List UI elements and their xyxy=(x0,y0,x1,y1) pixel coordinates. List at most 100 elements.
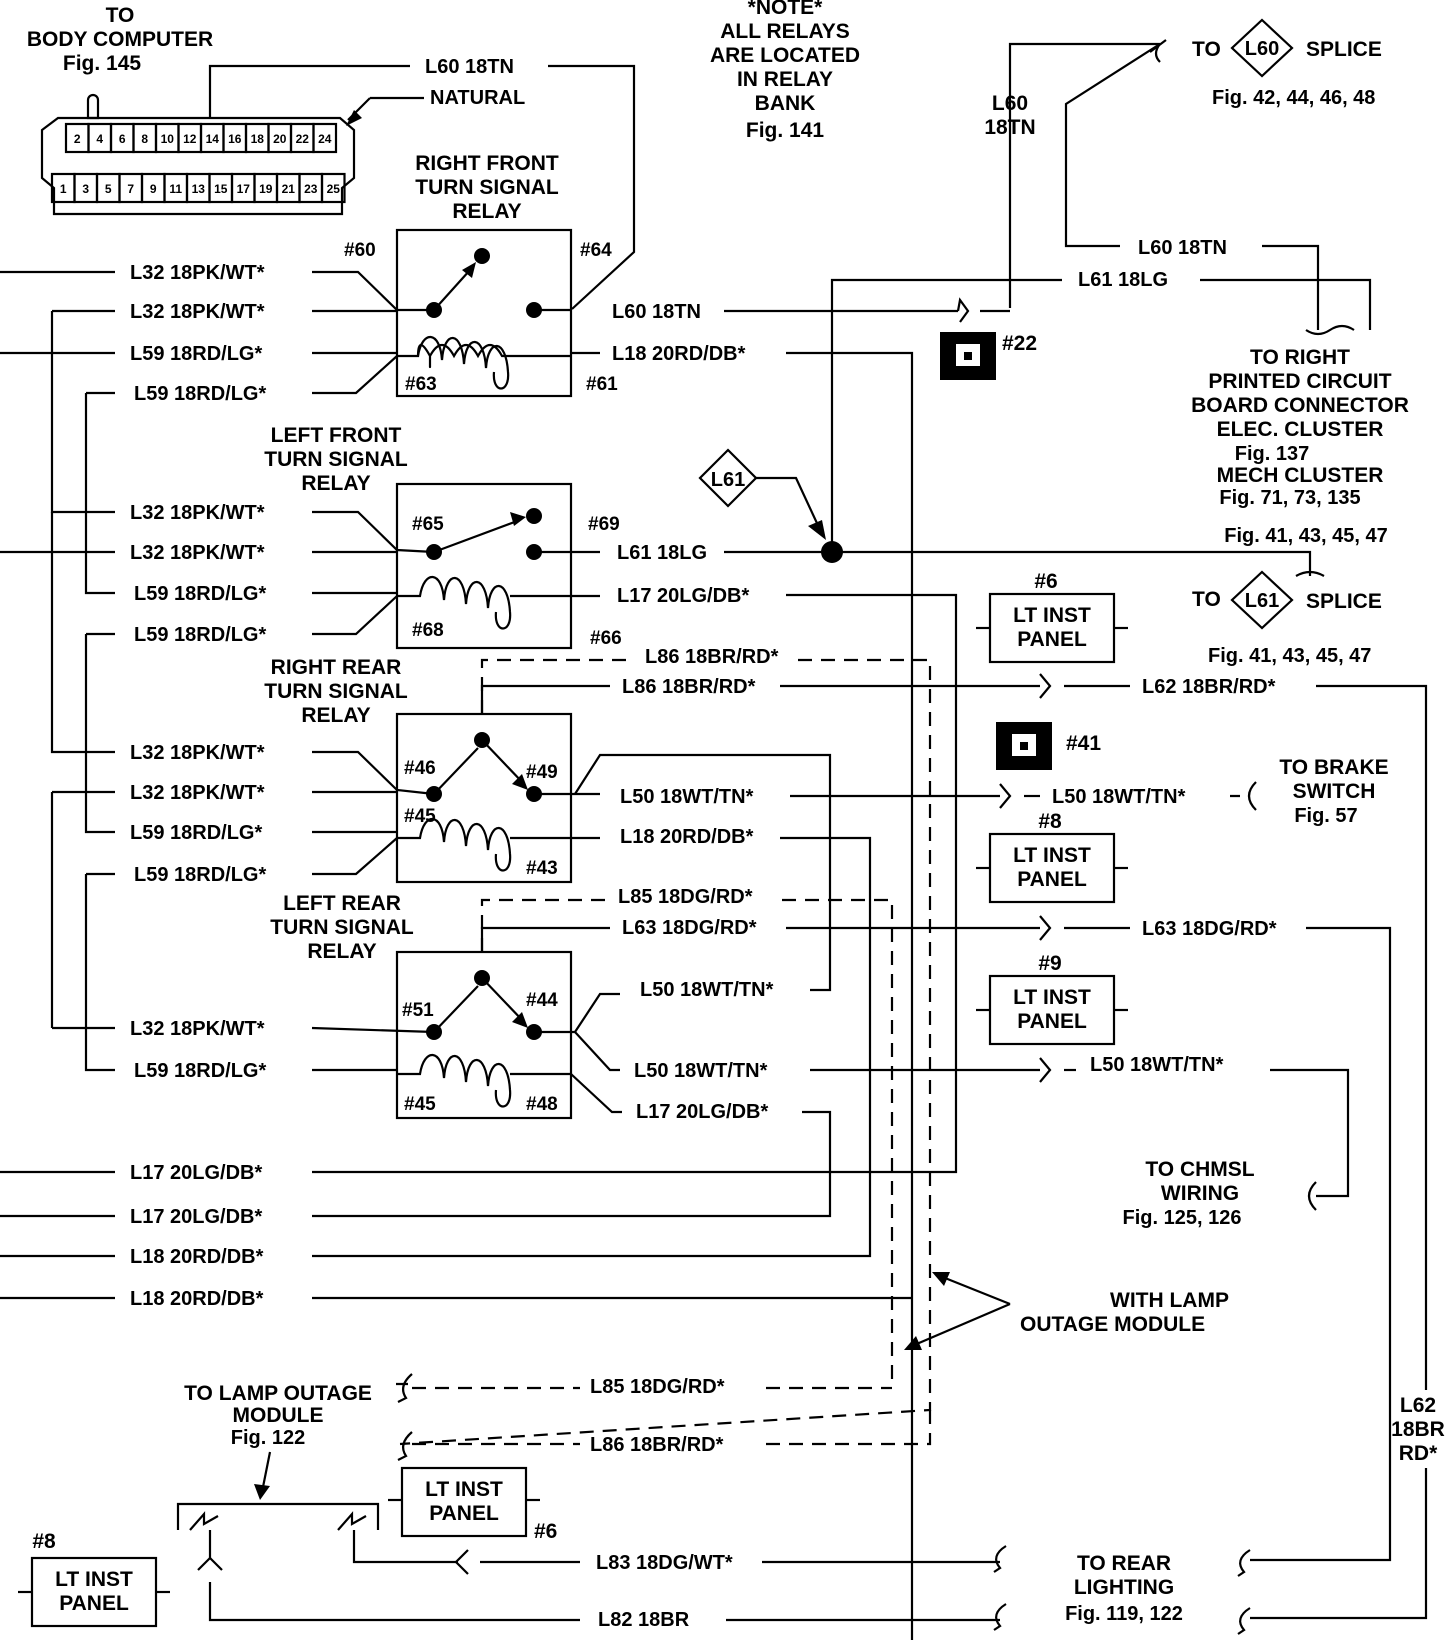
wire-label-l59-3: L59 18RD/LG* xyxy=(134,583,266,605)
lr-pin-44: #44 xyxy=(526,990,558,1011)
right-rear-relay: RIGHT REAR TURN SIGNAL RELAY #46 #49 #45… xyxy=(264,656,573,884)
wire-l59-6-right xyxy=(312,837,398,876)
panel-9-label-2: PANEL xyxy=(1017,1010,1087,1033)
connector-key xyxy=(86,93,100,120)
lom-label-3: Fig. 122 xyxy=(231,1427,305,1449)
panel-8-top-label-1: LT INST xyxy=(1013,844,1091,867)
wire-label-l63-lr: L63 18DG/RD* xyxy=(622,917,757,939)
wire-l60-to-pcb xyxy=(1064,43,1161,248)
rr-pin-46: #46 xyxy=(404,758,436,779)
panel-8-top: #8 LT INST PANEL xyxy=(976,810,1128,904)
lom-arrowhead xyxy=(254,1484,270,1500)
connector-pin-label: 4 xyxy=(96,132,103,146)
lr-relay-title-3: RELAY xyxy=(307,940,376,963)
wire-label-l85-lom: L85 18DG/RD* xyxy=(590,1376,725,1398)
wire-label-l86-dash: L86 18BR/RD* xyxy=(645,646,779,668)
lf-wiring: L32 18PK/WT* L32 18PK/WT* L61 18LG L59 1… xyxy=(0,311,958,1174)
lr-relay-title-1: LEFT REAR xyxy=(283,892,401,915)
lr-out-up xyxy=(574,992,620,1033)
note-line-2: ALL RELAYS xyxy=(720,20,850,43)
lom-label-1: TO LAMP OUTAGE xyxy=(184,1382,372,1405)
pcb-label-6: MECH CLUSTER xyxy=(1217,464,1384,487)
panel-6-bottom-label-2: PANEL xyxy=(429,1502,499,1525)
left-front-relay: LEFT FRONT TURN SIGNAL RELAY #65 #69 #68… xyxy=(264,424,622,650)
lr-relay-box xyxy=(395,950,573,1120)
pcb-break-1 xyxy=(1305,324,1355,336)
wire-l17-lr-down xyxy=(312,1110,832,1218)
rf-switch-arrow xyxy=(462,262,476,278)
wire-label-l60-top: L60 18TN xyxy=(425,56,514,78)
lamp-outage-label-1: WITH LAMP xyxy=(1110,1289,1229,1312)
lf-relay-title-3: RELAY xyxy=(301,472,370,495)
wire-label-l61-right: L61 18LG xyxy=(1078,269,1168,291)
lamp-outage-arrowhead-2 xyxy=(904,1336,922,1350)
wire-label-l50-lr1: L50 18WT/TN* xyxy=(640,979,774,1001)
lf-pin-65: #65 xyxy=(412,514,444,535)
connector-pin-label: 19 xyxy=(259,182,273,196)
ground-22-label: #22 xyxy=(1002,332,1037,355)
wire-l50-rr-up xyxy=(574,753,832,992)
panel-9: #9 LT INST PANEL xyxy=(976,952,1128,1046)
wire-label-l18-a: L18 20RD/DB* xyxy=(130,1246,264,1268)
panel-6-top-number: #6 xyxy=(1034,570,1057,593)
rr-relay-box xyxy=(395,712,573,884)
connector-pin-label: 21 xyxy=(282,182,296,196)
l60-to-label: TO xyxy=(1192,38,1221,61)
wire-label-l18-b: L18 20RD/DB* xyxy=(130,1288,264,1310)
pcb-figs-label: Fig. 41, 43, 45, 47 xyxy=(1224,525,1387,547)
rf-coil xyxy=(397,343,571,369)
l61-figs-label: Fig. 41, 43, 45, 47 xyxy=(1208,645,1371,667)
panel-9-number: #9 xyxy=(1038,952,1061,975)
wire-label-l18-rf: L18 20RD/DB* xyxy=(612,343,746,365)
lamp-outage-wires: L85 18DG/RD* L86 18BR/RD* WITH LAMP OUTA… xyxy=(396,1272,1229,1461)
wire-label-l60-rf: L60 18TN xyxy=(612,301,701,323)
wire-l59-7-left xyxy=(84,874,115,1072)
wire-l86-dash-left xyxy=(480,658,630,714)
wire-l86-dash-down xyxy=(399,658,932,1446)
rr-pin-43: #43 xyxy=(526,858,558,879)
chmsl-label-2: WIRING xyxy=(1161,1182,1239,1205)
wire-label-l18-rr: L18 20RD/DB* xyxy=(620,826,754,848)
rf-relay-box xyxy=(395,228,573,398)
wire-label-l86-solid: L86 18BR/RD* xyxy=(622,676,756,698)
pcb-label-7: Fig. 71, 73, 135 xyxy=(1219,487,1360,509)
wire-l85-dash-down xyxy=(782,898,894,1388)
wire-l61-right-down xyxy=(1200,278,1372,330)
rf-pin-64: #64 xyxy=(580,240,612,261)
natural-arrow-head xyxy=(346,110,362,126)
wire-l32-7-right xyxy=(311,1026,435,1034)
l60-figs-label: Fig. 42, 44, 46, 48 xyxy=(1212,87,1375,109)
lf-switch-arm xyxy=(433,518,521,554)
wire-label-l86-lom: L86 18BR/RD* xyxy=(590,1434,724,1456)
wire-l50-lr2-stub xyxy=(574,1031,620,1072)
wire-l60-vert xyxy=(1008,42,1160,308)
lf-switch-arrow xyxy=(510,512,526,526)
rf-coil-loops xyxy=(416,335,510,390)
l83-break-symbol xyxy=(993,1545,1007,1573)
rear-lighting-label-2: LIGHTING xyxy=(1074,1576,1174,1599)
rf-contact-open xyxy=(474,248,490,264)
panel-8-bottom-label-2: PANEL xyxy=(59,1592,129,1615)
connector-pin-label: 25 xyxy=(327,182,341,196)
wire-l61-up xyxy=(830,278,1062,552)
panel-6-bottom: LT INST PANEL #6 xyxy=(388,1466,557,1543)
l61-splice-diamond xyxy=(1230,570,1294,630)
rr-relay-title-3: RELAY xyxy=(301,704,370,727)
l85-l63-wiring: L85 18DG/RD* L63 18DG/RD* L63 18DG/RD* xyxy=(480,886,1392,1562)
wire-label-l60-right: L60 18TN xyxy=(1138,237,1227,259)
lamp-outage-arrow-2 xyxy=(911,1302,1011,1348)
wire-label-l17-lr: L17 20LG/DB* xyxy=(636,1101,768,1123)
rf-relay-title-3: RELAY xyxy=(452,200,521,223)
wire-l32-5-left xyxy=(50,512,115,754)
connector-pin-label: 10 xyxy=(161,132,175,146)
panel-6-bottom-box xyxy=(400,1466,528,1538)
wire-label-l17-a: L17 20LG/DB* xyxy=(130,1162,262,1184)
ground-41: #41 xyxy=(996,722,1101,770)
rear-lighting-label-3: Fig. 119, 122 xyxy=(1065,1603,1183,1625)
lr-pin-51: #51 xyxy=(402,1000,434,1021)
wire-l59-5-left xyxy=(84,634,115,834)
wire-label-l50-right1: L50 18WT/TN* xyxy=(1052,786,1186,808)
rf-pin-63: #63 xyxy=(405,374,437,395)
wire-l59-4-right xyxy=(312,595,398,636)
